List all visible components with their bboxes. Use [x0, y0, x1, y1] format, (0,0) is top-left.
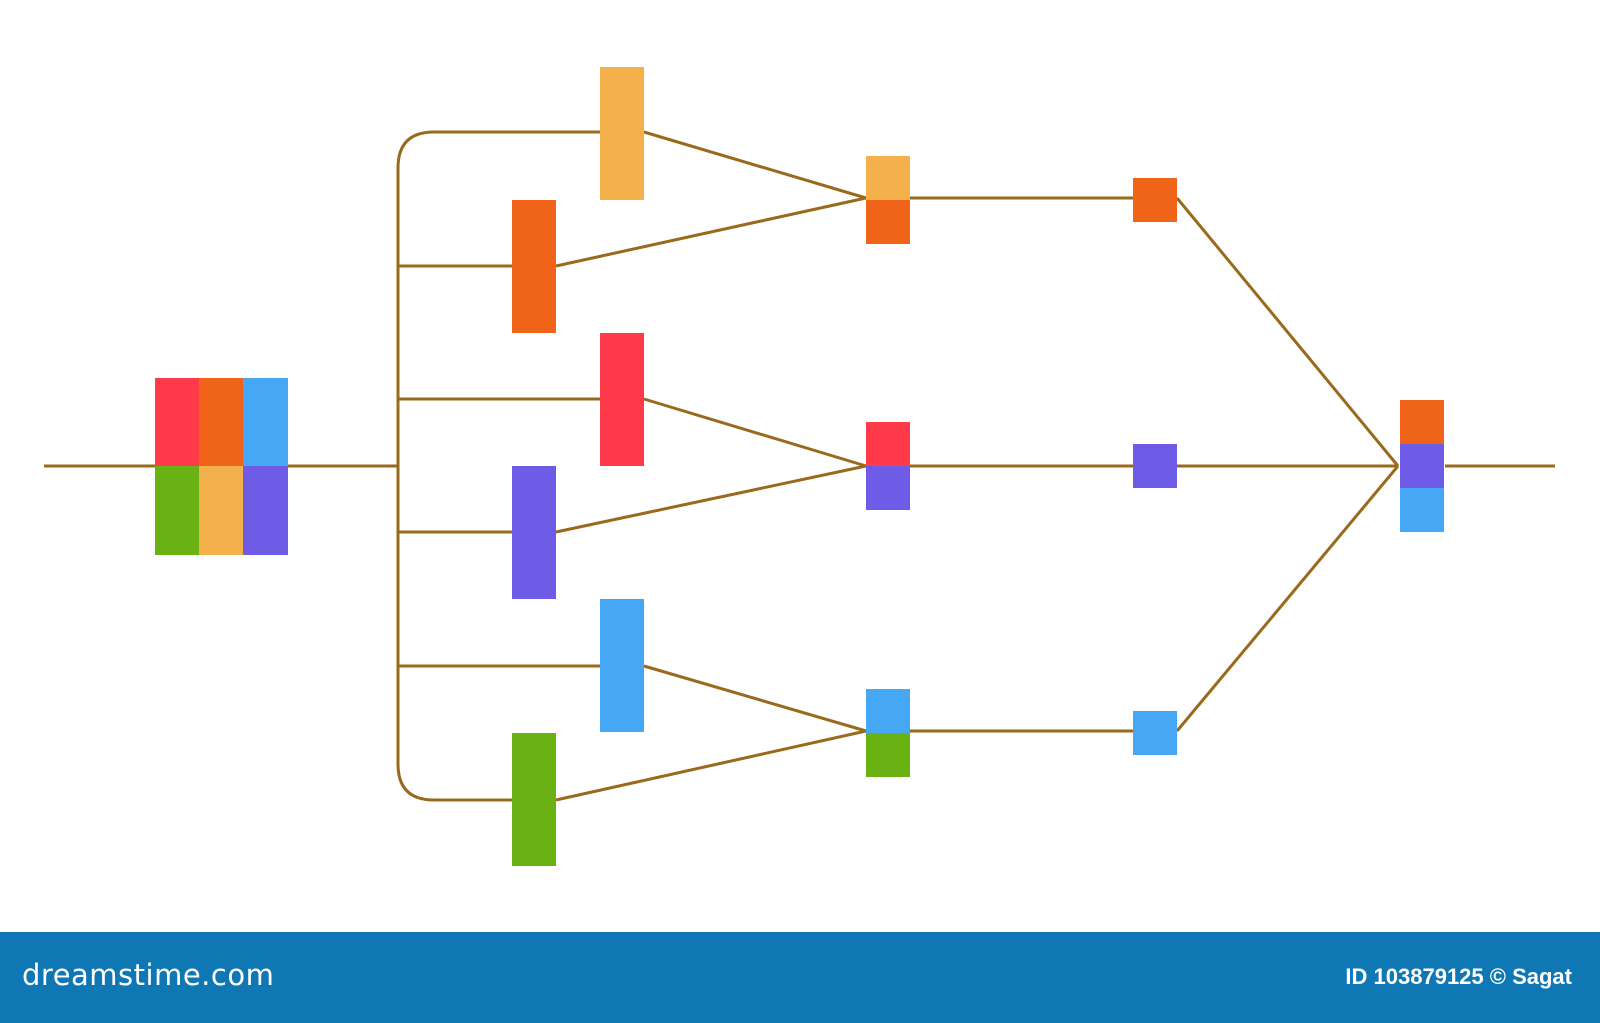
footer-bar: dreamstime.com ID 103879125 © Sagat — [0, 932, 1600, 1023]
bus-lower — [396, 466, 512, 802]
merge-3b — [555, 729, 867, 802]
connector-lines — [44, 130, 1555, 802]
stage2-block-bottom — [866, 466, 910, 510]
stage2-block-top — [866, 422, 910, 466]
output-block — [1400, 444, 1444, 488]
stage1-block — [512, 733, 556, 866]
process-diagram — [44, 67, 1555, 866]
input-cell — [155, 378, 200, 467]
input-cell — [243, 466, 288, 555]
stage1-block — [600, 333, 644, 466]
stage1-block — [512, 200, 556, 333]
converge-top — [1175, 197, 1400, 467]
stage3-block — [1133, 178, 1177, 222]
merge-1a — [643, 130, 867, 200]
bus-upper — [396, 130, 600, 466]
input-cell — [199, 466, 244, 555]
stage1-block — [512, 466, 556, 599]
stage2-block-bottom — [866, 733, 910, 777]
input-cell — [243, 378, 288, 467]
input-cell — [155, 466, 200, 555]
converge-bottom — [1175, 465, 1400, 732]
image-credit: ID 103879125 © Sagat — [1345, 964, 1572, 989]
stage2-block-top — [866, 689, 910, 733]
merge-2a — [643, 397, 867, 468]
stage1-block — [600, 67, 644, 200]
merge-2b — [555, 464, 867, 534]
blocks — [155, 67, 1444, 866]
input-cell — [199, 378, 244, 467]
stage3-block — [1133, 444, 1177, 488]
output-block — [1400, 488, 1444, 532]
stage2-block-top — [866, 156, 910, 200]
merge-1b — [555, 196, 867, 268]
stage2-block-bottom — [866, 200, 910, 244]
output-block — [1400, 400, 1444, 444]
brand-name: dreamstime.com — [22, 958, 275, 992]
merge-3a — [643, 664, 867, 733]
stage3-block — [1133, 711, 1177, 755]
stage1-block — [600, 599, 644, 732]
